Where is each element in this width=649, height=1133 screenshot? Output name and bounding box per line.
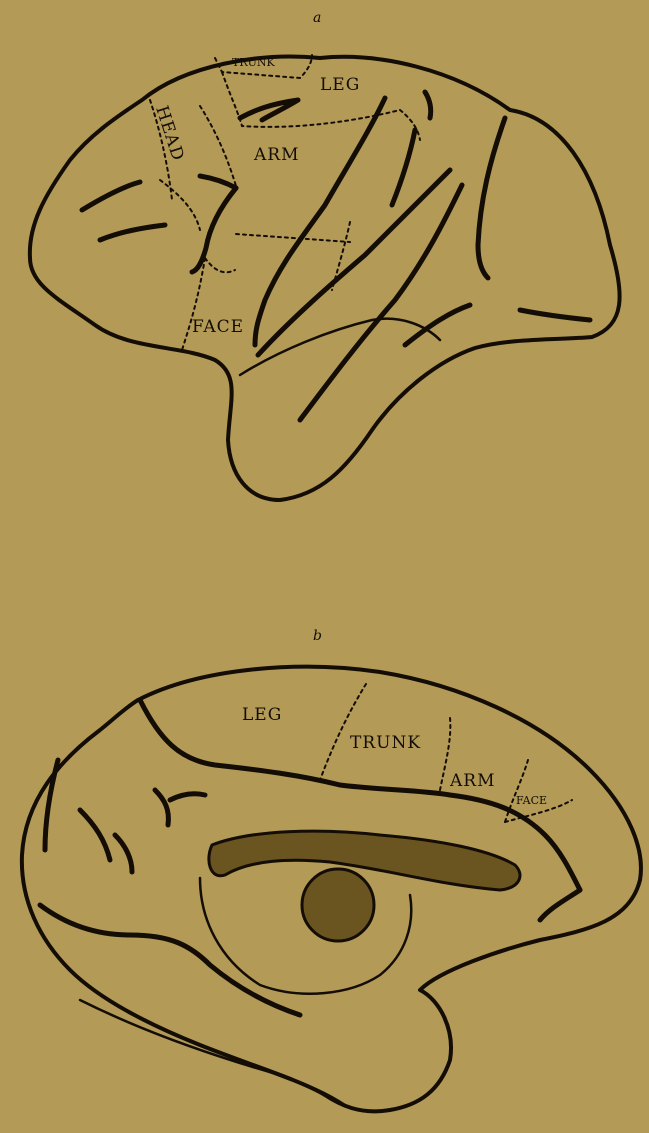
panel-b-precuneus-mark-1 [155, 790, 168, 825]
panel-a-precentral-mark [240, 100, 298, 120]
panel-b-calcarine-sulcus [40, 905, 300, 1015]
panel-b-precuneus-mark-2 [170, 794, 205, 800]
panel-b-label-trunk: TRUNK [350, 733, 421, 753]
panel-a-occipital-sulcus [520, 310, 590, 320]
panel-a-superior-temporal-sulcus [300, 185, 462, 420]
panel-a-head-boundary-3 [160, 180, 200, 230]
panel-b-label-arm: ARM [449, 771, 495, 791]
panel-a-lateral-brain: a [30, 10, 620, 500]
panel-a-label-leg: LEG [320, 75, 360, 95]
panel-b-parieto-occipital-sulcus [45, 760, 58, 850]
panel-a-intraparietal-sulcus [392, 130, 415, 205]
panel-a-label-trunk: TRUNK [232, 56, 276, 69]
panel-a-arm-boundary [236, 234, 350, 242]
panel-a-letter: a [313, 10, 321, 26]
panel-a-label-head: HEAD [151, 103, 188, 164]
panel-a-lunate-sulcus [478, 118, 505, 278]
panel-b-trunk-arm-boundary [440, 718, 450, 790]
panel-a-arcuate-branch [200, 176, 236, 188]
panel-b-occipital-branch [80, 810, 110, 860]
panel-a-central-sulcus [255, 98, 385, 345]
panel-a-label-face: FACE [192, 317, 244, 337]
panel-a-face-boundary-2 [205, 258, 235, 272]
panel-a-top-notch [425, 92, 431, 118]
panel-a-principal-sulcus [82, 182, 140, 210]
panel-b-thalamus [302, 869, 374, 941]
panel-b-letter: b [313, 628, 322, 644]
panel-b-calloso-marginal-end [540, 890, 580, 920]
panel-a-head-boundary-2 [200, 106, 236, 186]
panel-a-arm-boundary-2 [332, 222, 350, 290]
panel-b-precuneus-mark-3 [115, 835, 132, 872]
panel-b-lower-contour [80, 1000, 345, 1105]
panel-a-arcuate-sulcus [192, 188, 236, 272]
panel-a-frontal-sulcus [100, 225, 165, 240]
panel-b-medial-brain: b LEG TRUNK ARM FACE [22, 628, 641, 1111]
panel-b-label-face: FACE [516, 794, 547, 807]
panel-b-label-leg: LEG [242, 705, 282, 725]
panel-a-label-arm: ARM [253, 145, 299, 165]
panel-b-leg-trunk-boundary [320, 684, 366, 780]
